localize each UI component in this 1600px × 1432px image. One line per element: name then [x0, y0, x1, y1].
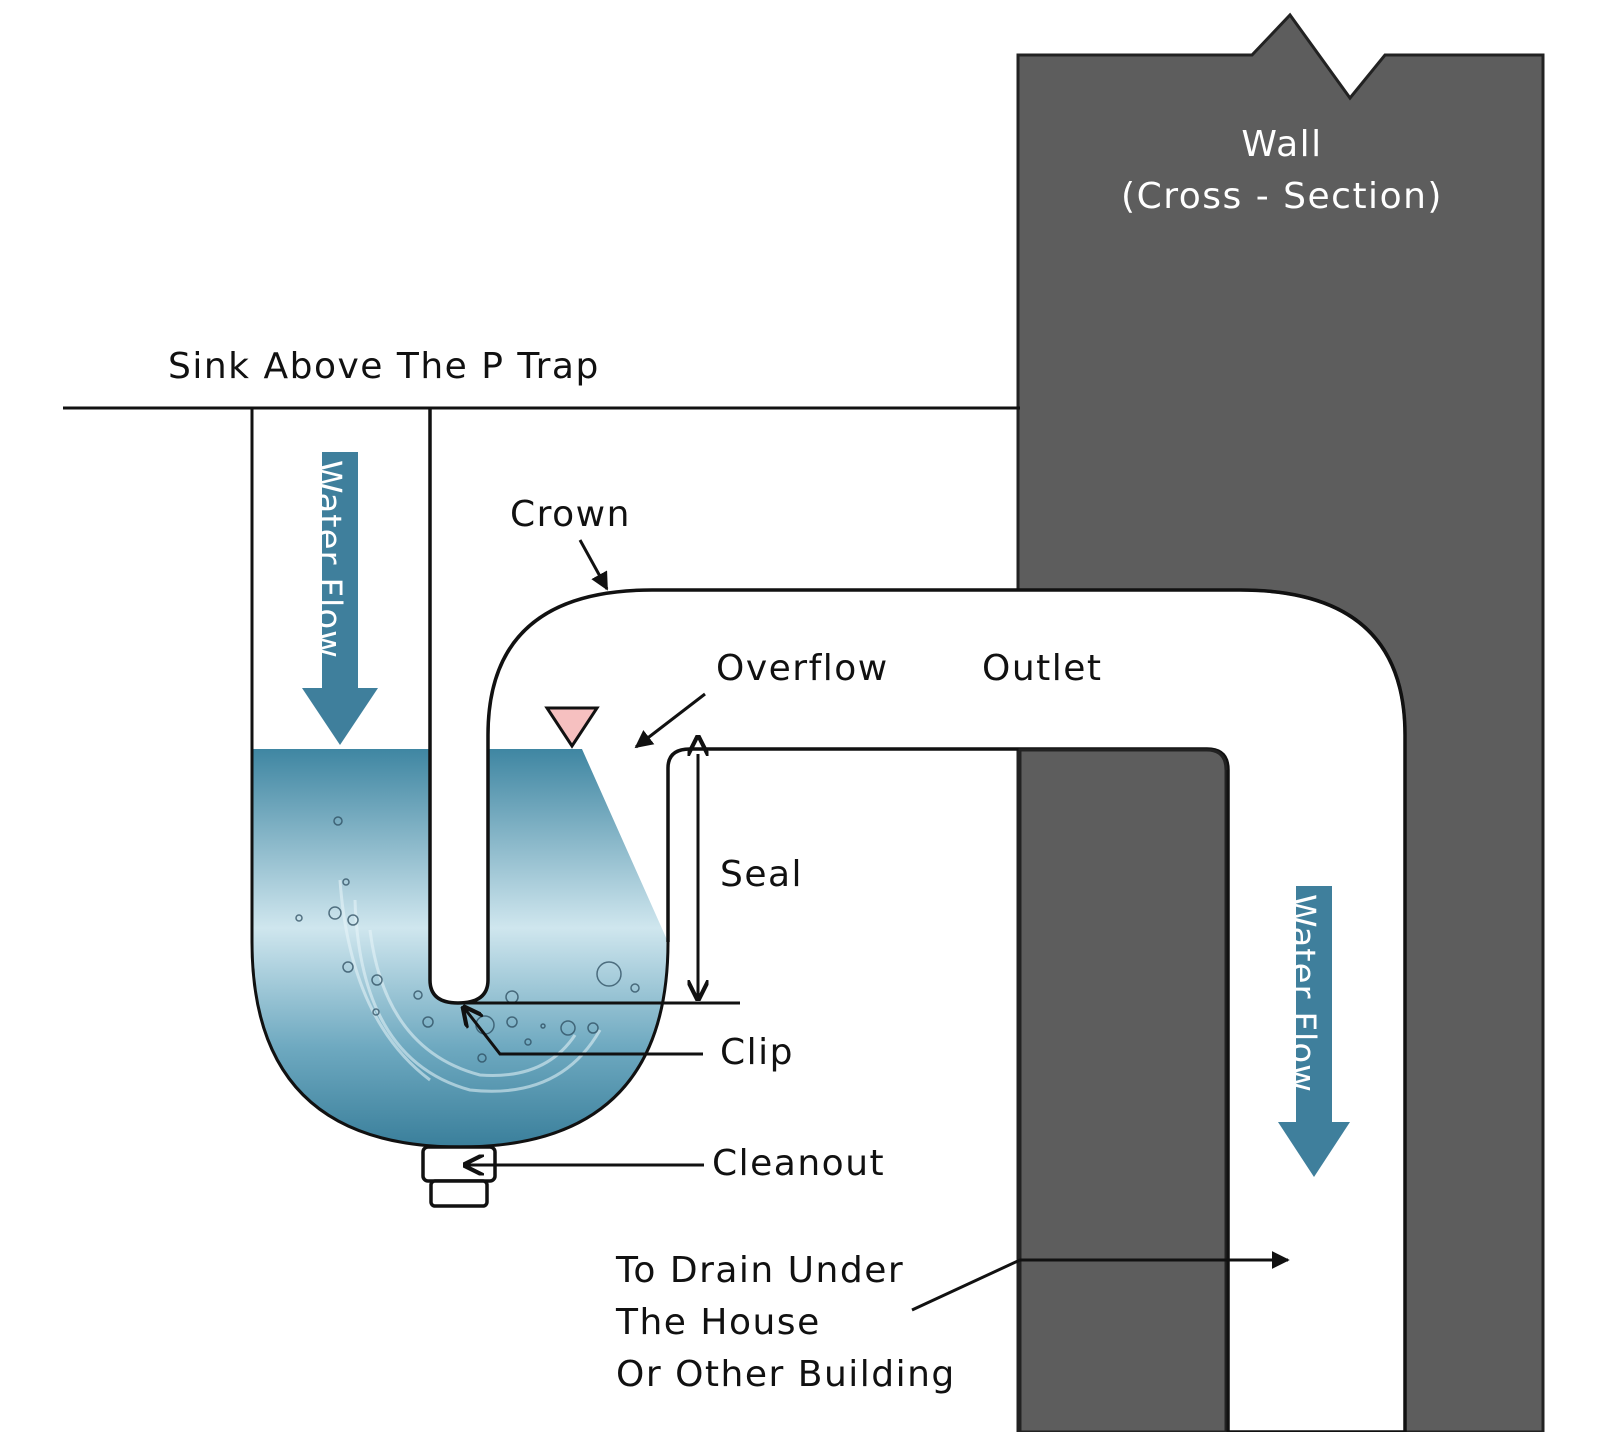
cleanout-label: Cleanout: [712, 1143, 885, 1184]
wall-label-line2: (Cross - Section): [1121, 176, 1443, 217]
water-flow-left-label: Water Flow: [309, 460, 349, 659]
wall-lower-section: [1018, 748, 1228, 1432]
triangle-down-icon: [544, 706, 600, 749]
water-flow-arrow-right: Water Flow: [1278, 886, 1350, 1177]
water-swirl: [338, 879, 602, 1093]
cleanout-cap: [421, 1145, 497, 1208]
wall-label-line1: Wall: [1241, 124, 1322, 165]
water-flow-arrow-left: Water Flow: [302, 452, 378, 745]
outlet-label: Outlet: [982, 648, 1103, 689]
drain-label-line1: To Drain Under: [615, 1250, 904, 1291]
clip-pointer: [465, 1009, 703, 1056]
water-flow-right-label: Water Flow: [1283, 894, 1323, 1093]
drain-label-line3: Or Other Building: [616, 1354, 956, 1395]
drain-pointer: [911, 1251, 1290, 1312]
crown-pointer: [578, 539, 609, 591]
sink-label: Sink Above The P Trap: [168, 346, 600, 387]
clip-label: Clip: [720, 1032, 794, 1073]
water-bubbles: [295, 816, 640, 1063]
overflow-label: Overflow: [716, 648, 889, 689]
seal-label: Seal: [720, 854, 803, 895]
crown-label: Crown: [510, 494, 631, 535]
overflow-pointer: [634, 692, 706, 749]
drain-label-line2: The House: [615, 1302, 821, 1343]
